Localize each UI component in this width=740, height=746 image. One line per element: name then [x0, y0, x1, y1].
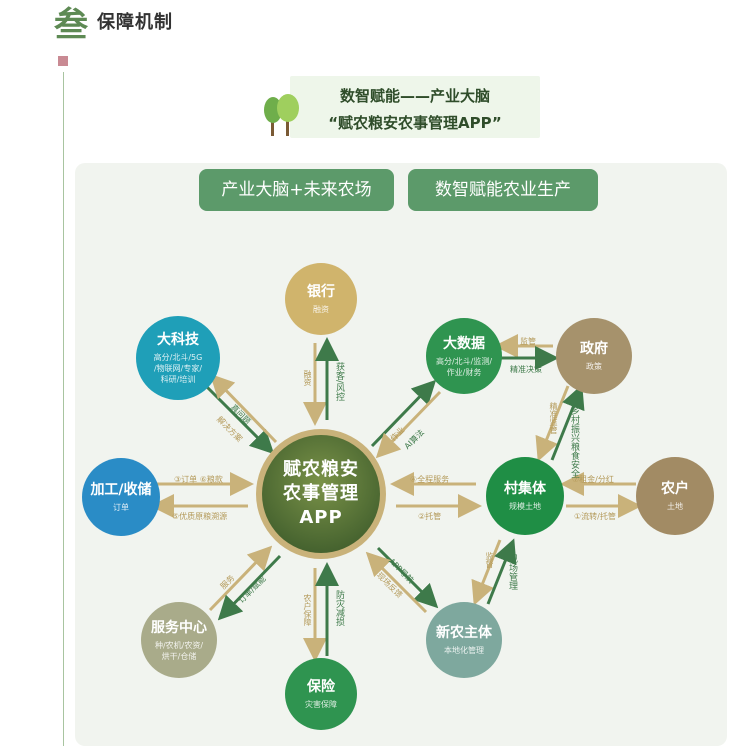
node-village: 村集体 规模土地 — [486, 457, 564, 535]
node-village-title: 村集体 — [504, 481, 546, 497]
node-gov-sub: 政策 — [586, 362, 602, 371]
node-bigdata-sub1: 高分/北斗/监测/ — [435, 356, 493, 366]
label-gov-down: 精准监管 — [549, 402, 558, 434]
center-line3: APP — [299, 507, 343, 528]
node-insurance-sub: 灾害保障 — [305, 700, 337, 709]
node-service: 服务中心 种/农机/农资/ 烘干/仓储 — [141, 602, 217, 678]
label-insurance-out: 农户保障 — [303, 594, 312, 626]
label-bank-in: 获客/风控 — [334, 362, 344, 402]
node-tech: 大科技 高分/北斗/5G /物联网/专家/ 科研/培训 — [136, 316, 220, 400]
node-service-sub1: 种/农机/农资/ — [154, 640, 204, 650]
pill-industry-brain: 产业大脑+未来农场 — [199, 169, 394, 211]
node-newagent-title: 新农主体 — [436, 625, 492, 641]
label-farmer-bottom: ①流转/托管 — [574, 512, 616, 521]
node-processing-sub: 订单 — [113, 503, 129, 512]
timeline-line — [63, 72, 64, 746]
node-tech-sub3: 科研/培训 — [160, 375, 196, 384]
node-farmer: 农户 土地 — [636, 457, 714, 535]
node-service-sub2: 烘干/仓储 — [161, 651, 197, 661]
node-newagent-sub: 本地化管理 — [444, 646, 484, 655]
node-processing-title: 加工/收储 — [90, 482, 152, 498]
node-processing: 加工/收储 订单 — [82, 458, 160, 536]
node-tech-title: 大科技 — [157, 332, 199, 348]
node-bank-sub: 融资 — [313, 305, 329, 314]
node-gov: 政府 政策 — [556, 318, 632, 394]
center-app: 赋农粮安 农事管理 APP — [262, 435, 380, 553]
label-farmer-top: ⑦租金/分红 — [572, 475, 614, 484]
section-title: 保障机制 — [97, 12, 173, 33]
center-line1: 赋农粮安 — [283, 459, 359, 480]
label-proc-top: ③订单 ⑥粮款 — [174, 475, 223, 484]
label-gov-to-bigdata: 监管 — [520, 337, 536, 346]
section-marker — [58, 56, 68, 66]
pill-empowered-production: 数智赋能农业生产 — [408, 169, 598, 211]
label-village-new-a: 现场管理 — [507, 554, 517, 590]
node-tech-sub1: 高分/北斗/5G — [153, 353, 203, 362]
node-insurance: 保险 灾害保障 — [285, 658, 357, 730]
center-line2: 农事管理 — [283, 483, 359, 504]
header-title: 数智赋能——产业大脑 — [339, 87, 490, 105]
node-gov-title: 政府 — [580, 341, 608, 357]
label-bigdata-to-gov: 精准决策 — [510, 365, 542, 374]
node-farmer-sub: 土地 — [667, 502, 683, 511]
label-proc-bottom: ⑤优质原粮溯源 — [172, 512, 228, 521]
node-tech-sub2: /物联网/专家/ — [153, 364, 203, 373]
node-service-title: 服务中心 — [151, 619, 207, 636]
node-newagent: 新农主体 本地化管理 — [426, 602, 502, 678]
header-subtitle: “赋农粮安农事管理APP” — [328, 114, 502, 132]
node-bigdata: 大数据 高分/北斗/监测/ 作业/财务 — [426, 318, 502, 394]
tree-icon — [264, 94, 299, 136]
section-number-icon: 叁 — [54, 5, 88, 45]
node-bank-title: 银行 — [307, 284, 335, 300]
node-bigdata-title: 大数据 — [443, 335, 485, 352]
node-farmer-title: 农户 — [661, 481, 689, 497]
header-banner — [290, 76, 540, 138]
node-village-sub: 规模土地 — [509, 502, 541, 511]
label-village-new-b: 监督 — [485, 552, 494, 568]
label-gov-down2: 乡村振兴粮食安全 — [569, 406, 579, 478]
node-bank: 银行 融资 — [285, 263, 357, 335]
node-insurance-title: 保险 — [307, 679, 335, 695]
label-insurance-in: 防灾减损 — [334, 590, 344, 626]
label-bank-out: 融资 — [303, 370, 312, 386]
label-village-bottom: ②托管 — [418, 512, 442, 521]
label-village-top: ④全程服务 — [410, 475, 450, 484]
node-bigdata-sub2: 作业/财务 — [446, 367, 482, 377]
